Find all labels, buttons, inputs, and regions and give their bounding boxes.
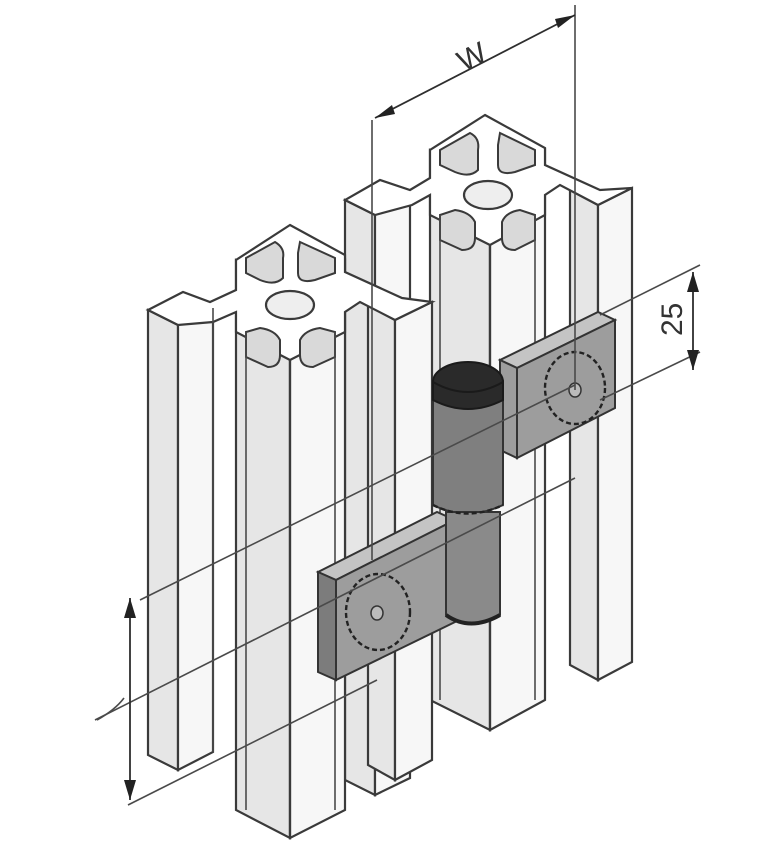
mounting-hole-lower xyxy=(344,572,412,652)
hinge-leaf-lower xyxy=(315,510,458,682)
extension-lines xyxy=(94,5,701,806)
dimension-w-label: W xyxy=(452,36,493,79)
dimension-offset xyxy=(96,598,136,800)
dimension-25: 25 xyxy=(656,272,699,370)
hinge-knuckle xyxy=(432,387,504,626)
dimension-w: W xyxy=(374,14,576,119)
dimension-25-label: 25 xyxy=(656,303,689,336)
extrusion-profile-left xyxy=(145,223,436,840)
